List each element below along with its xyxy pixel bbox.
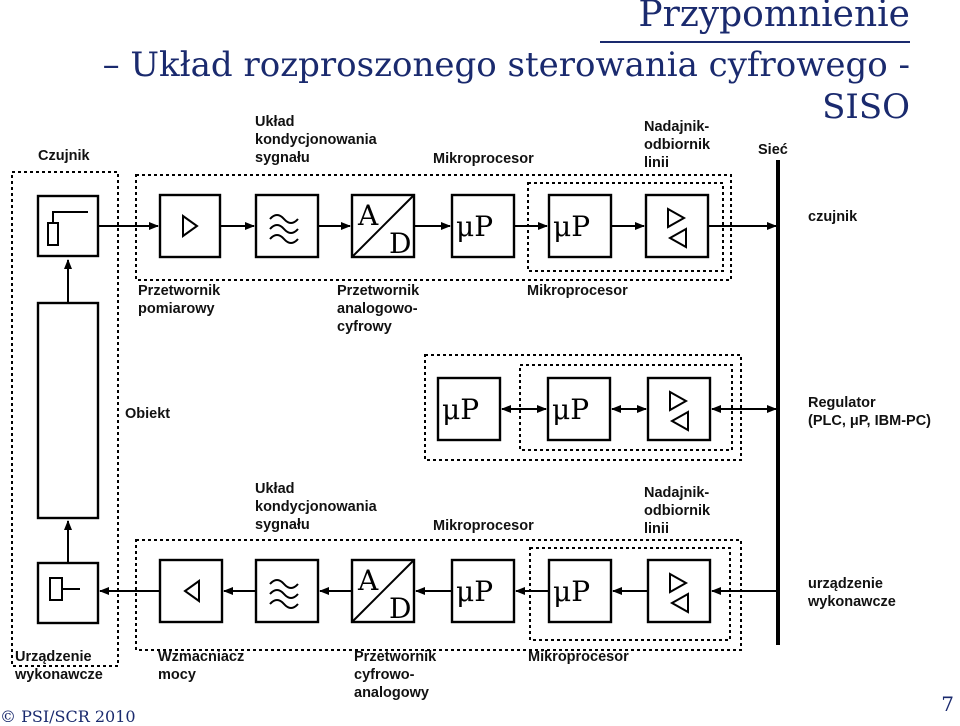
transceiver-block-top (644, 193, 710, 259)
label-nadajnik-bottom: Nadajnik- odbiornik linii (644, 485, 711, 537)
label-urzadzenie-side: urządzenie wykonawcze (808, 576, 896, 610)
ad-label-d: D (389, 227, 411, 260)
da-converter-block: A D (350, 558, 416, 625)
ad-converter-block: A D (350, 193, 416, 260)
filter-block-bottom (254, 558, 320, 624)
label-czujnik-title: Czujnik (38, 148, 90, 164)
label-uklad-top: Układ kondycjonowania sygnału (255, 114, 377, 166)
micro-label: μP (553, 210, 590, 243)
label-przetwornik-ca: Przetwornik cyfrowo- analogowy (354, 649, 437, 701)
sensor-box (36, 194, 100, 258)
micro-label: μP (553, 575, 590, 608)
label-mikroprocesor-mid: Mikroprocesor (527, 283, 628, 299)
label-nadajnik-top: Nadajnik- odbiornik linii (644, 119, 711, 171)
micro-label: μP (442, 393, 479, 426)
page-number: 7 (941, 692, 954, 716)
label-wzmacniacz: Wzmacniacz mocy (158, 649, 245, 683)
label-obiekt: Obiekt (125, 406, 171, 422)
slide-subtitle: – Układ rozproszonego sterowania cyfrowe… (102, 45, 910, 127)
footer-copyright: © PSI/SCR 2010 (0, 707, 136, 726)
label-mikroprocesor-top: Mikroprocesor (433, 151, 534, 167)
da-label-a: A (357, 564, 379, 597)
ad-label-a: A (357, 199, 379, 232)
label-mikroprocesor-bottom: Mikroprocesor (433, 518, 534, 534)
transceiver-block-bottom (646, 558, 712, 624)
label-urzadzenie-bottom: Urządzenie wykonawcze (15, 649, 103, 683)
micro-block-bottom-1: μP (450, 558, 516, 624)
micro-block-top-2: μP (547, 193, 613, 259)
label-mikroprocesor-bottom2: Mikroprocesor (528, 649, 629, 665)
label-przetwornik-pomiarowy: Przetwornik pomiarowy (138, 283, 221, 317)
label-uklad-bottom: Układ kondycjonowania sygnału (255, 481, 377, 533)
micro-block-reg-2: μP (546, 376, 612, 442)
micro-label: μP (456, 575, 493, 608)
bottom-micro-nic-group (529, 547, 731, 641)
top-chain-group (135, 174, 732, 281)
da-label-d: D (389, 592, 411, 625)
label-czujnik-side: czujnik (808, 209, 858, 225)
filter-block-top (254, 193, 320, 259)
micro-label: μP (456, 210, 493, 243)
micro-label: μP (552, 393, 589, 426)
object-block (36, 301, 100, 520)
amplifier-block-top (158, 193, 222, 259)
power-amplifier-block (158, 558, 224, 624)
actuator-box (36, 561, 100, 625)
slide-title: Przypomnienie (638, 0, 910, 35)
label-przetwornik-ac: Przetwornik analogowo- cyfrowy (337, 283, 420, 335)
title-underline (600, 41, 910, 43)
micro-block-top-1: μP (450, 193, 516, 259)
transceiver-block-reg (646, 376, 712, 442)
label-regulator: Regulator (PLC, μP, IBM-PC) (808, 395, 931, 429)
micro-block-reg-1: μP (436, 376, 502, 442)
label-siec: Sieć (758, 142, 788, 158)
bottom-chain-group (135, 539, 742, 651)
micro-block-bottom-2: μP (547, 558, 613, 624)
